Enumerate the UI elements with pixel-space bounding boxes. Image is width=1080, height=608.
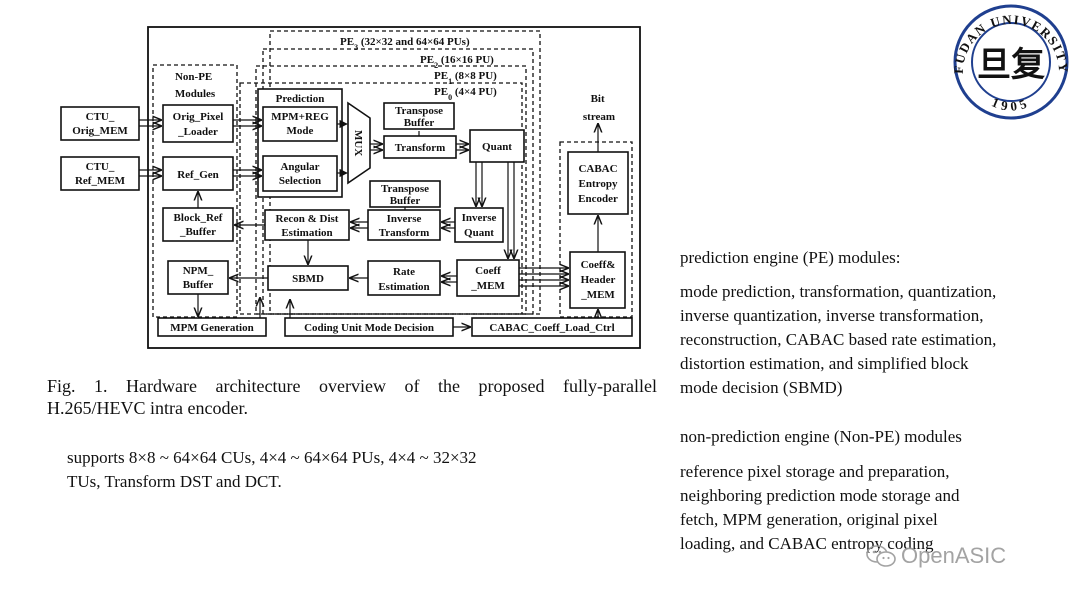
svg-text:Block_Ref_Buffer: Block_Ref_Buffer <box>174 212 223 238</box>
svg-text:CABAC_Coeff_Load_Ctrl: CABAC_Coeff_Load_Ctrl <box>489 322 614 334</box>
supports-text: supports 8×8 ~ 64×64 CUs, 4×4 ~ 64×64 PU… <box>67 448 477 491</box>
svg-text:CTU_Orig_MEM: CTU_Orig_MEM <box>72 111 128 137</box>
svg-text:MUX: MUX <box>352 130 364 156</box>
svg-text:CTU_Ref_MEM: CTU_Ref_MEM <box>75 161 126 187</box>
svg-text:1905: 1905 <box>990 94 1033 113</box>
orig-pixel-loader-block: Orig_Pixel_Loader <box>162 104 234 143</box>
non-pe-modules-list: reference pixel storage and preparation,… <box>680 462 960 553</box>
sbmd-block: SBMD <box>267 265 349 291</box>
pe-modules-list: mode prediction, transformation, quantiz… <box>680 282 997 397</box>
connections <box>139 120 598 327</box>
svg-text:Coding Unit Mode Decision: Coding Unit Mode Decision <box>304 322 434 334</box>
non-pe-modules-heading: non-prediction engine (Non-PE) modules <box>680 427 962 446</box>
pe2-label: PE2 (16×16 PU) <box>420 54 494 70</box>
mpm-generation-block: MPM Generation <box>157 317 267 337</box>
npm-buffer-block: NPM_Buffer <box>167 260 229 295</box>
svg-text:Quant: Quant <box>482 141 512 153</box>
svg-text:NPM_Buffer: NPM_Buffer <box>183 265 214 291</box>
pe-stack: PE3 (32×32 and 64×64 PUs) PE2 (16×16 PU)… <box>239 30 541 315</box>
coeff-header-mem-block: Coeff&Header_MEM <box>569 251 626 309</box>
ref-gen-block: Ref_Gen <box>162 156 234 191</box>
pe-modules-heading: prediction engine (PE) modules: <box>680 248 901 267</box>
pe0-label: PE0 (4×4 PU) <box>434 86 497 102</box>
ctu-ref-mem-block: CTU_Ref_MEM <box>60 156 140 191</box>
watermark-text: OpenASIC <box>901 543 1007 568</box>
ctu-orig-mem-block: CTU_Orig_MEM <box>60 106 140 141</box>
wechat-icon <box>866 545 896 567</box>
figure-caption: Fig. 1. Hardware architecture overview o… <box>47 376 657 418</box>
svg-text:MPM Generation: MPM Generation <box>170 322 253 334</box>
svg-text:Orig_Pixel_Loader: Orig_Pixel_Loader <box>173 111 224 138</box>
svg-text:Coeff&Header_MEM: Coeff&Header_MEM <box>580 259 615 301</box>
architecture-diagram: PE3 (32×32 and 64×64 PUs) PE2 (16×16 PU)… <box>60 4 1070 349</box>
mux-block: MUX <box>347 101 371 185</box>
bitstream-title: Bit stream <box>583 93 615 123</box>
svg-text:PE0 (4×4 PU): PE0 (4×4 PU) <box>434 86 497 102</box>
pe1-label: PE1 (8×8 PU) <box>434 70 497 86</box>
openasic-watermark: OpenASIC <box>865 543 1006 569</box>
prediction-title: Prediction <box>276 93 325 105</box>
fudan-university-logo: FUDAN UNIVERSITY 1905 旦复 <box>951 4 1070 120</box>
coeff-mem-block: Coeff_MEM <box>456 259 520 297</box>
transform-block: Transform <box>383 135 457 159</box>
svg-text:PE2 (16×16 PU): PE2 (16×16 PU) <box>420 54 494 70</box>
cabac-coeff-load-ctrl-block: CABAC_Coeff_Load_Ctrl <box>471 317 633 337</box>
diagram-frame <box>147 26 641 349</box>
svg-text:Coeff_MEM: Coeff_MEM <box>470 265 505 292</box>
non-pe-title: Non-PE Modules <box>175 71 216 100</box>
coding-unit-mode-decision-block: Coding Unit Mode Decision <box>284 317 454 337</box>
non-pe-region <box>152 64 238 318</box>
svg-text:Ref_Gen: Ref_Gen <box>177 169 219 181</box>
svg-text:Transform: Transform <box>395 142 446 154</box>
svg-text:SBMD: SBMD <box>292 273 324 285</box>
pe3-label: PE3 (32×32 and 64×64 PUs) <box>340 36 470 52</box>
block-ref-buffer-block: Block_Ref_Buffer <box>162 207 234 242</box>
quant-block: Quant <box>469 129 525 163</box>
svg-text:PE1 (8×8 PU): PE1 (8×8 PU) <box>434 70 497 86</box>
svg-text:旦复: 旦复 <box>977 46 1045 84</box>
svg-text:PE3 (32×32 and 64×64 PUs): PE3 (32×32 and 64×64 PUs) <box>340 36 470 52</box>
